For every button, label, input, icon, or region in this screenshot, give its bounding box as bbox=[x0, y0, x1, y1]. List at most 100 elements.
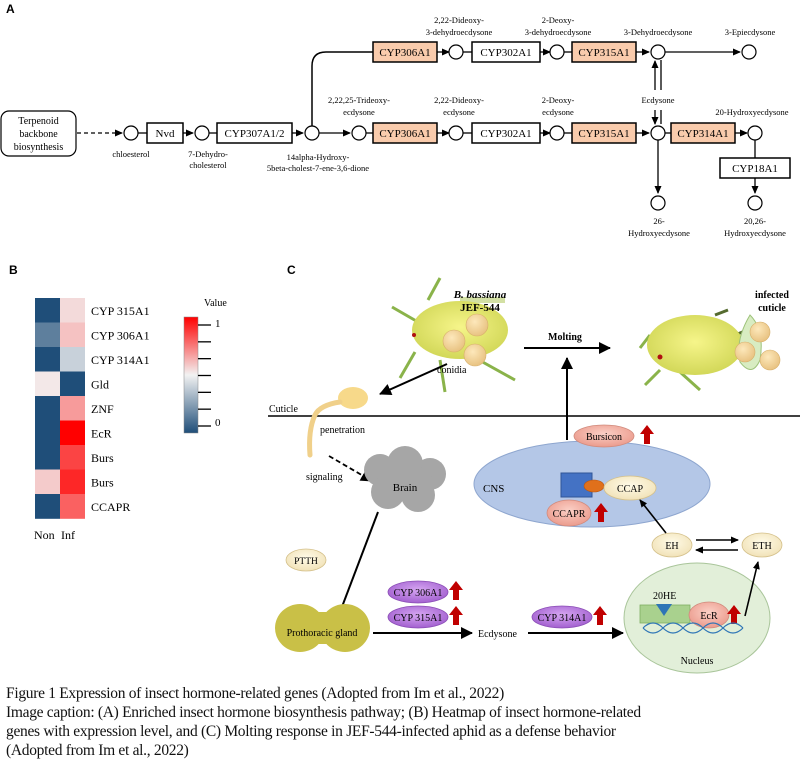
ccap-label: CCAP bbox=[617, 484, 644, 495]
conidium bbox=[749, 321, 771, 343]
cyp306a1-up-arrow-icon bbox=[449, 581, 463, 600]
20he-triangle bbox=[656, 604, 672, 616]
enzyme-top-cyp306a1-label: CYP306A1 bbox=[379, 47, 430, 59]
nucleus-label: Nucleus bbox=[681, 656, 714, 667]
hypha bbox=[307, 399, 343, 458]
panel-a: A Terpenoid backbone biosynthesis Nvd CY… bbox=[0, 2, 791, 238]
terpenoid-box bbox=[0, 110, 77, 157]
label-cholesterol: chloesterol bbox=[112, 149, 150, 159]
aphid-molted-illustration bbox=[638, 308, 781, 392]
brain-to-gland-arrow bbox=[335, 511, 379, 621]
heatmap-cell bbox=[60, 445, 85, 470]
fungus-name: B. bassiana bbox=[453, 289, 507, 301]
panel-c: C B. bassiana JEF-544 conidia Molting bbox=[268, 263, 800, 674]
label-7-dehydro-1: 7-Dehydro- bbox=[188, 149, 228, 159]
conidium bbox=[734, 341, 756, 363]
enzyme-cyp314a1-label: CYP314A1 bbox=[677, 128, 728, 140]
row-label: Gld bbox=[91, 377, 109, 391]
eh-to-ccap-arrow bbox=[639, 499, 667, 534]
conidium bbox=[759, 349, 781, 371]
cyp306a1-label: CYP 306A1 bbox=[394, 588, 443, 599]
terpenoid-line1: Terpenoid bbox=[18, 116, 58, 127]
heatmap-cell bbox=[35, 298, 60, 323]
figure-canvas: A Terpenoid backbone biosynthesis Nvd CY… bbox=[0, 2, 800, 674]
row-label: CYP 315A1 bbox=[91, 304, 150, 318]
label-bot2-2: ecdysone bbox=[542, 107, 574, 117]
heatmap-cell bbox=[60, 469, 85, 495]
colorbar-tick-0: 0 bbox=[215, 417, 221, 429]
cyp314a1-label: CYP 314A1 bbox=[538, 613, 587, 624]
node-bot-0 bbox=[351, 125, 367, 141]
enzyme-cyp307-label: CYP307A1/2 bbox=[225, 128, 285, 140]
figure-caption: Figure 1 Expression of insect hormone-re… bbox=[6, 684, 796, 760]
prothoracic-gland bbox=[275, 604, 370, 652]
heatmap-cell bbox=[35, 494, 60, 519]
colorbar bbox=[183, 316, 199, 434]
terpenoid-line3: biosynthesis bbox=[14, 142, 64, 153]
cyp314a1-node bbox=[531, 605, 593, 629]
node-bot-2 bbox=[549, 125, 565, 141]
label-14alpha-1: 14alpha-Hydroxy- bbox=[287, 152, 350, 162]
eth-label: ETH bbox=[752, 541, 771, 552]
col-label-non: Non bbox=[34, 528, 55, 542]
label-top1-2: 3-dehydroecdysone bbox=[426, 27, 493, 37]
label-bot0-2: ecdysone bbox=[343, 107, 375, 117]
label-26-2: Hydroxyecdysone bbox=[628, 228, 690, 238]
node-26-hydroxyecdysone bbox=[650, 195, 666, 211]
node-20-26-hydroxyecdysone bbox=[747, 195, 763, 211]
label-2026-2: Hydroxyecdysone bbox=[724, 228, 786, 238]
label-top2-2: 3-dehydroecdysone bbox=[525, 27, 592, 37]
row-label: CYP 314A1 bbox=[91, 353, 150, 367]
conidium-head bbox=[338, 387, 368, 409]
label-bot1-2: ecdysone bbox=[443, 107, 475, 117]
row-label: EcR bbox=[91, 426, 112, 440]
dna-strand-1 bbox=[642, 622, 744, 634]
conidium bbox=[465, 313, 489, 337]
node-ecdysone bbox=[650, 125, 666, 141]
ecr-node bbox=[688, 601, 730, 629]
conidia-arrow bbox=[379, 363, 448, 395]
cuticle-label: Cuticle bbox=[269, 404, 298, 415]
cyp315a1-label: CYP 315A1 bbox=[394, 613, 443, 624]
row-label: ZNF bbox=[91, 402, 114, 416]
ccapr-label: CCAPR bbox=[553, 509, 586, 520]
branch-up-line bbox=[311, 51, 373, 126]
brain-label: Brain bbox=[393, 482, 418, 494]
heatmap-cell bbox=[35, 371, 60, 397]
cyp315a1-up-arrow-icon bbox=[449, 606, 463, 625]
caption-line-4: (Adopted from Im et al., 2022) bbox=[6, 742, 189, 759]
col-label-inf: Inf bbox=[61, 528, 75, 542]
heatmap-cell bbox=[60, 371, 85, 397]
fungus-strain: JEF-544 bbox=[460, 302, 500, 314]
conidium bbox=[463, 343, 487, 367]
heatmap-cell bbox=[35, 420, 60, 446]
heatmap-cell bbox=[60, 322, 85, 348]
label-top1-1: 2,22-Dideoxy- bbox=[434, 15, 484, 25]
bursicon-up-arrow-icon bbox=[640, 425, 654, 444]
colorbar-ticks bbox=[198, 324, 211, 427]
gland-label: Prothoracic gland bbox=[287, 628, 358, 639]
ccapr-up-arrow-icon bbox=[594, 503, 608, 522]
node-top-2 bbox=[549, 44, 565, 60]
heatmap-cell bbox=[60, 494, 85, 519]
nucleus-to-eth-arrow bbox=[744, 561, 760, 617]
heatmap-cell bbox=[60, 396, 85, 421]
caption-line-2: Image caption: (A) Enriched insect hormo… bbox=[6, 704, 641, 721]
node-14alpha-hydroxy bbox=[304, 125, 320, 141]
node-7-dehydrocholesterol bbox=[194, 125, 210, 141]
heatmap-cell bbox=[35, 445, 60, 470]
germinating-conidium bbox=[307, 387, 368, 458]
node-bot-1 bbox=[448, 125, 464, 141]
label-2026-1: 20,26- bbox=[744, 216, 766, 226]
row-label: Burs bbox=[91, 451, 114, 465]
enzyme-bot-cyp315a1-label: CYP315A1 bbox=[578, 128, 629, 140]
label-3-dehydroecdysone: 3-Dehydroecdysone bbox=[624, 27, 693, 37]
node-3-epiecdysone bbox=[741, 44, 757, 60]
panel-b-label: B bbox=[9, 263, 18, 277]
colorbar-tick-1: 1 bbox=[215, 318, 221, 330]
enzyme-top-cyp302a1-label: CYP302A1 bbox=[480, 47, 531, 59]
brain-cloud bbox=[364, 446, 446, 512]
conidium bbox=[442, 329, 466, 353]
ccap-ligand bbox=[583, 479, 605, 493]
